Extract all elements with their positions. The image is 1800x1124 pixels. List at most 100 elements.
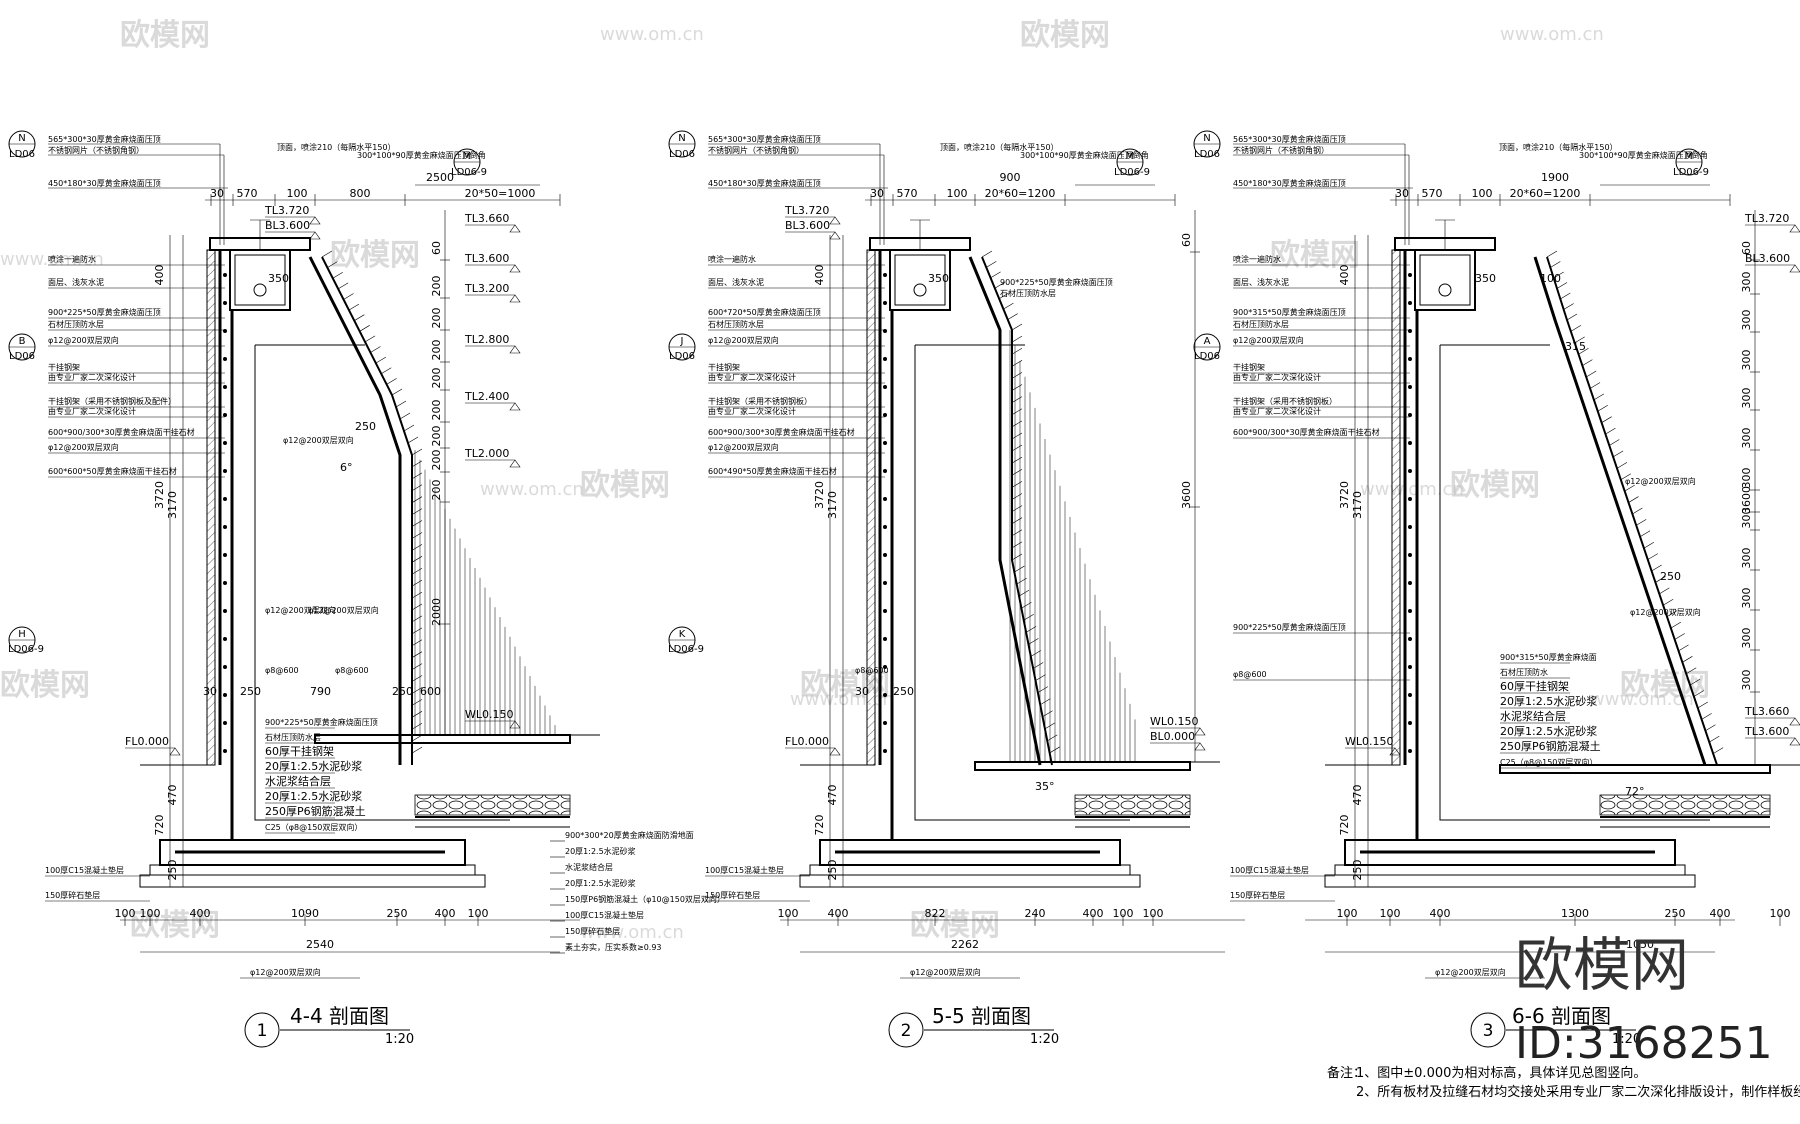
- left-note: φ12@200双层双向: [48, 335, 119, 345]
- dim-bottom: 400: [1083, 907, 1104, 920]
- left-note: 喷涂一遍防水: [48, 254, 96, 264]
- left-note: 由专业厂家二次深化设计: [48, 372, 136, 382]
- dim-left: 250: [826, 860, 839, 881]
- level-mark: BL3.600: [785, 219, 830, 232]
- inner-note: 20厚1:2.5水泥砂浆: [265, 759, 362, 773]
- detail-tag-sheet: LD06: [1194, 351, 1220, 362]
- inner-dim: 250: [893, 685, 914, 698]
- detail-tag-letter: M: [1126, 151, 1135, 162]
- inner-note: C25（φ8@150双层双向）: [265, 822, 362, 832]
- inner-dim: φ8@600: [335, 666, 369, 675]
- dim-left: 720: [153, 815, 166, 836]
- dim-bottom: 1090: [291, 907, 319, 920]
- inner-dim: 790: [310, 685, 331, 698]
- dim-right: 300: [1740, 350, 1753, 371]
- inner-note: 20厚1:2.5水泥砂浆: [1500, 724, 1597, 738]
- level-mark: TL3.720: [264, 204, 309, 217]
- dim-top: 30: [210, 187, 224, 200]
- dim-top: 100: [947, 187, 968, 200]
- inner-dim: 350: [928, 272, 949, 285]
- watermark-url: www.om.cn: [1360, 479, 1464, 500]
- left-note: 干挂钢架（采用不锈钢钢板及配件）: [48, 396, 176, 406]
- left-note: 由专业厂家二次深化设计: [708, 372, 796, 382]
- inner-note: 石材压顶防水层: [265, 732, 321, 742]
- dim-right: 300: [1740, 588, 1753, 609]
- left-note: 600*600*50厚黄金麻烧面干挂石材: [48, 466, 177, 476]
- top-desc: 顶面，喷涂210（每隔水平150）: [277, 142, 396, 152]
- remarks: 备注： 1、图中±0.000为相对标高，具体详见总图竖向。 2、所有板材及拉缝石…: [1327, 1065, 1800, 1100]
- level-mark: TL3.200: [464, 282, 509, 295]
- detail-tag-sheet: LD06-9: [668, 644, 704, 655]
- level-mark: TL3.600: [464, 252, 509, 265]
- inner-note: 900*225*50厚黄金麻烧面压顶: [265, 717, 378, 727]
- level-mark: TL3.660: [464, 212, 509, 225]
- inner-dim: 315: [1565, 340, 1586, 353]
- dim-bottom: 400: [190, 907, 211, 920]
- detail-tag-sheet: LD06: [9, 351, 35, 362]
- dim-left: 250: [166, 860, 179, 881]
- dim-left: 250: [1351, 860, 1364, 881]
- section-title-2: 2 5-5 剖面图 1:20: [888, 1004, 1059, 1048]
- detail-tag-letter: N: [678, 133, 685, 144]
- inner-dim: 石材压顶防水层: [1000, 288, 1056, 298]
- dim-bottom: 100: [468, 907, 489, 920]
- dim-left: 470: [1351, 785, 1364, 806]
- dim-right: 300: [1740, 428, 1753, 449]
- dim-left: 3720: [153, 481, 166, 509]
- dim-right: 3600: [1740, 486, 1753, 514]
- inner-dim: 72°: [1625, 785, 1645, 798]
- left-note: 石材压顶防水层: [708, 319, 764, 329]
- detail-tag-sheet: LD06-9: [1673, 167, 1709, 178]
- dim-left: 3170: [826, 491, 839, 519]
- bottom-note: 100厚C15混凝土垫层: [45, 865, 124, 875]
- dim-right: 300: [1740, 310, 1753, 331]
- dim-left: 3170: [166, 491, 179, 519]
- inner-dim: φ8@600: [855, 666, 889, 675]
- dim-bottom: 100: [1380, 907, 1401, 920]
- left-note: 由专业厂家二次深化设计: [48, 406, 136, 416]
- watermark-brand: 欧模网: [330, 238, 420, 273]
- section-scale-1: 1:20: [385, 1032, 414, 1047]
- watermark-brand: 欧模网: [1450, 468, 1540, 503]
- level-mark: TL2.000: [464, 447, 509, 460]
- dim-left: 720: [1338, 815, 1351, 836]
- detail-tag-letter: N: [18, 133, 25, 144]
- section-title-text-3: 6-6 剖面图: [1512, 1004, 1611, 1028]
- inner-dim: φ12@200双层双向: [308, 605, 379, 615]
- detail-tag-sheet: LD06-9: [1114, 167, 1150, 178]
- detail-tag-letter: M: [463, 151, 472, 162]
- level-mark: TL3.720: [784, 204, 829, 217]
- remarks-label: 备注：: [1327, 1065, 1366, 1081]
- dim-right: 300: [1740, 508, 1753, 529]
- dim-right: 200: [430, 340, 443, 361]
- dim-right: 60: [1180, 233, 1193, 247]
- detail-tag-letter: K: [679, 629, 686, 640]
- level-mark: WL0.150: [1345, 735, 1394, 748]
- inner-note: 20厚1:2.5水泥砂浆: [1500, 694, 1597, 708]
- inner-note: 60厚干挂钢架: [1500, 679, 1569, 693]
- dim-bottom: 250: [1665, 907, 1686, 920]
- dim-bottom: 240: [1025, 907, 1046, 920]
- watermark-layer: 欧模网欧模网欧模网欧模网欧模网欧模网欧模网欧模网欧模网欧模网欧模网www.om.…: [0, 18, 1710, 943]
- detail-tag-letter: H: [18, 629, 26, 640]
- top-note: 565*300*30厚黄金麻烧面压顶: [1233, 134, 1346, 144]
- top-note: 不锈钢网片（不锈钢角钢）: [48, 145, 144, 155]
- inner-dim: φ12@200双层双向: [1625, 476, 1696, 486]
- top-desc: 300*100*90厚黄金麻烧面压顶倒角: [1579, 150, 1708, 160]
- level-mark: TL3.600: [1744, 725, 1789, 738]
- detail-tag-sheet: LD06-9: [8, 644, 44, 655]
- section-4-4: 565*300*30厚黄金麻烧面压顶不锈钢网片（不锈钢角钢）450*180*30…: [8, 130, 725, 979]
- dim-top: 570: [1422, 187, 1443, 200]
- dim-right: 300: [1740, 548, 1753, 569]
- dim-left: 400: [1338, 265, 1351, 286]
- top-note: 565*300*30厚黄金麻烧面压顶: [48, 134, 161, 144]
- left-note: 600*490*50厚黄金麻烧面干挂石材: [708, 466, 837, 476]
- detail-tag-sheet: LD06: [669, 351, 695, 362]
- left-note: 石材压顶防水层: [48, 319, 104, 329]
- left-note: φ8@600: [1233, 670, 1267, 679]
- dim-left: 400: [153, 265, 166, 286]
- dim-bottom: 1300: [1561, 907, 1589, 920]
- watermark-brand: 欧模网: [580, 468, 670, 503]
- detail-tag-sheet: LD06: [669, 149, 695, 160]
